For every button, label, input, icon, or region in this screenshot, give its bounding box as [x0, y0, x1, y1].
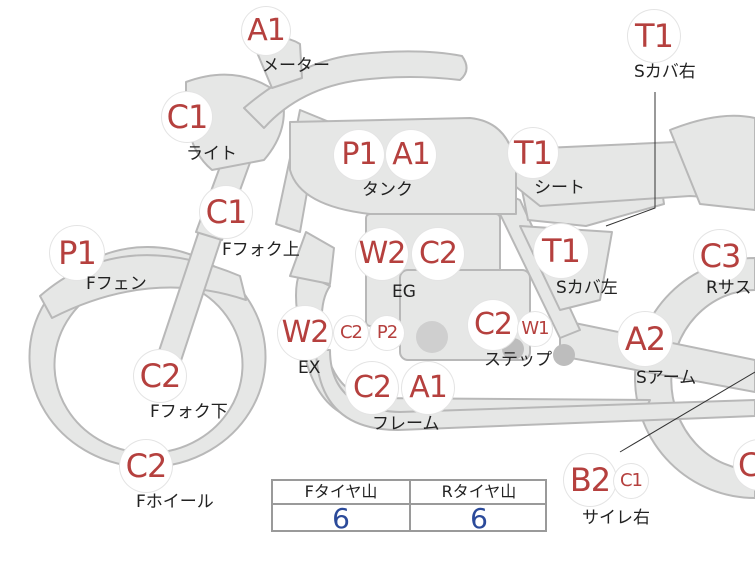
sidecover-right-badge: T1 — [628, 10, 680, 62]
tank-badge-a1: A1 — [386, 130, 436, 180]
label-swing-arm: Sアーム — [636, 368, 697, 388]
tire-tread-table: Fタイヤ山 Rタイヤ山 6 6 — [271, 479, 547, 535]
rear-tire-value: 6 — [470, 502, 488, 535]
tail — [669, 114, 755, 211]
muffler-badge-c1: C1 — [614, 464, 648, 498]
exhaust — [315, 349, 755, 431]
rear-wheel — [634, 257, 755, 499]
label-fork-lower: Fフォク下 — [150, 402, 228, 422]
handlebar — [243, 50, 468, 129]
frame-badge-a1: A1 — [402, 362, 454, 414]
table-divider — [409, 481, 411, 530]
label-step: ステップ — [484, 350, 552, 370]
swing-arm-badge: A2 — [618, 312, 672, 366]
step-badge-w1: W1 — [518, 312, 552, 346]
meter-badge: A1 — [242, 7, 290, 55]
rear-wheel-badge: C — [734, 440, 755, 490]
label-frame: フレーム — [372, 414, 440, 434]
label-seat: シート — [534, 178, 585, 198]
label-light: ライト — [186, 144, 237, 164]
sidecover-left-badge: T1 — [534, 224, 588, 278]
exhaust-badge-p2: P2 — [370, 316, 404, 350]
label-fork-upper: Fフォク上 — [222, 240, 300, 260]
label-meter: メーター — [262, 56, 330, 76]
exhaust-badge-w2: W2 — [278, 306, 332, 360]
engine-badge-w2: W2 — [356, 228, 408, 280]
front-tire-header: Fタイヤ山 — [273, 481, 409, 505]
fork-upper-badge: C1 — [200, 186, 252, 238]
label-exhaust: EX — [298, 358, 321, 378]
label-sidecover-left: Sカバ左 — [556, 278, 618, 298]
rear-tire-header: Rタイヤ山 — [411, 481, 547, 505]
leader-sidecover — [605, 92, 656, 227]
light-badge: C1 — [162, 92, 212, 142]
front-wheel-badge: C2 — [120, 440, 172, 492]
fender-badge: P1 — [50, 226, 104, 280]
tank-badge-p1: P1 — [334, 130, 384, 180]
engine-badge-c2: C2 — [412, 228, 464, 280]
front-tire-value: 6 — [332, 502, 350, 535]
label-tank: タンク — [362, 180, 413, 200]
label-rear-suspension: Rサス — [706, 278, 752, 298]
frame-badge-c2: C2 — [346, 362, 398, 414]
step-badge-c2: C2 — [468, 300, 518, 350]
fork-lower-badge: C2 — [134, 350, 186, 402]
exhaust-badge-c2: C2 — [334, 316, 368, 350]
label-fender: Fフェン — [86, 274, 147, 294]
muffler-badge-b2: B2 — [564, 454, 616, 506]
label-muffler-right: サイレ右 — [582, 508, 650, 528]
label-sidecover-right: Sカバ右 — [634, 62, 696, 82]
label-engine: EG — [392, 282, 416, 302]
rear-suspension-badge: C3 — [694, 230, 746, 282]
seat-badge: T1 — [508, 128, 558, 178]
label-front-wheel: Fホイール — [136, 492, 214, 512]
